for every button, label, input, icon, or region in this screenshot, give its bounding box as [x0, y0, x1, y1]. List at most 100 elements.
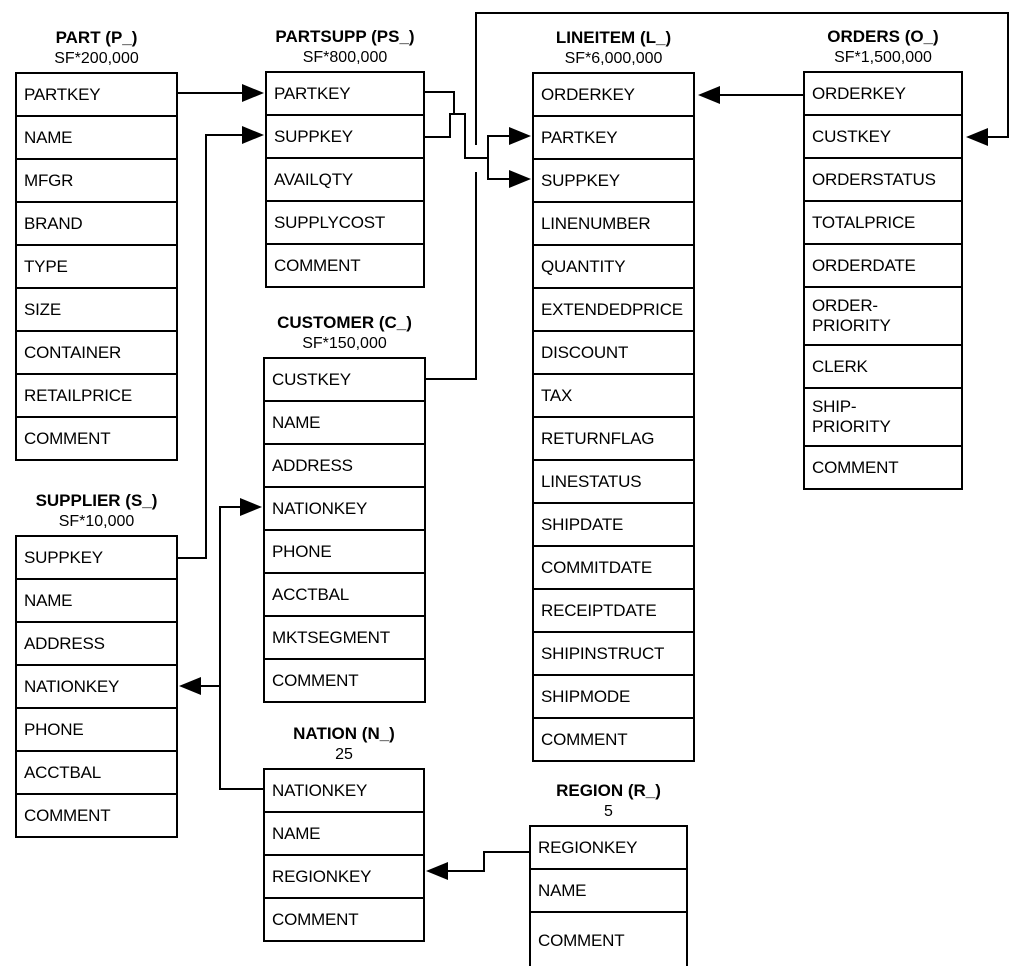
- column-cell: SHIPDATE: [532, 502, 695, 547]
- column-cell: PARTKEY: [265, 71, 425, 116]
- table-supplier: SUPPLIER (S_) SF*10,000 SUPPKEY NAME ADD…: [15, 491, 178, 838]
- line-supplier-suppkey-to-partsupp-suppkey: [178, 134, 243, 559]
- column-cell: REGIONKEY: [529, 825, 688, 870]
- line-customer-custkey-segment-upper: [475, 12, 1009, 145]
- arrowhead-partsupp-suppkey: [242, 126, 264, 144]
- column-cell: PARTKEY: [532, 115, 695, 160]
- column-cell: TAX: [532, 373, 695, 418]
- column-cell: SUPPLYCOST: [265, 200, 425, 245]
- column-cell: RECEIPTDATE: [532, 588, 695, 633]
- table-cardinality: SF*150,000: [302, 335, 387, 352]
- column-cell: COMMENT: [15, 793, 178, 838]
- arrowhead-orders-custkey: [966, 128, 988, 146]
- column-cell: ACCTBAL: [15, 750, 178, 795]
- column-cell: PHONE: [15, 707, 178, 752]
- column-cell: NATIONKEY: [263, 486, 426, 531]
- table-cardinality: 5: [604, 803, 613, 820]
- table-lineitem: LINEITEM (L_) SF*6,000,000 ORDERKEY PART…: [532, 28, 695, 762]
- table-title: SUPPLIER (S_): [35, 491, 158, 510]
- column-cell: SUPPKEY: [15, 535, 178, 580]
- line-bus-to-lineitem-suppkey: [487, 158, 509, 180]
- arrowhead-lineitem-partkey: [509, 127, 531, 145]
- arrowhead-lineitem-suppkey: [509, 170, 531, 188]
- column-cell: ORDERKEY: [532, 72, 695, 117]
- table-title: LINEITEM (L_): [555, 28, 672, 47]
- line-customer-custkey-segment-lower: [426, 172, 477, 380]
- column-cell: DISCOUNT: [532, 330, 695, 375]
- line-bus-to-lineitem-partkey: [487, 135, 509, 158]
- column-cell: COMMENT: [803, 445, 963, 490]
- table-cardinality: SF*200,000: [54, 50, 139, 67]
- column-cell: ORDERSTATUS: [803, 157, 963, 202]
- column-cell: NAME: [529, 868, 688, 913]
- column-cell: COMMENT: [15, 416, 178, 461]
- column-cell: COMMENT: [263, 658, 426, 703]
- arrowhead-lineitem-orderkey: [698, 86, 720, 104]
- column-cell: AVAILQTY: [265, 157, 425, 202]
- column-cell: EXTENDEDPRICE: [532, 287, 695, 332]
- column-cell: NAME: [15, 578, 178, 623]
- table-nation: NATION (N_) 25 NATIONKEY NAME REGIONKEY …: [263, 724, 425, 942]
- column-cell: PARTKEY: [15, 72, 178, 117]
- column-cell: PHONE: [263, 529, 426, 574]
- column-cell: CUSTKEY: [263, 357, 426, 402]
- column-cell: NAME: [263, 400, 426, 445]
- column-cell: SUPPKEY: [532, 158, 695, 203]
- table-title: CUSTOMER (C_): [277, 313, 412, 332]
- table-cardinality: SF*6,000,000: [564, 50, 663, 67]
- column-cell: MFGR: [15, 158, 178, 203]
- table-part: PART (P_) SF*200,000 PARTKEY NAME MFGR B…: [15, 28, 178, 461]
- column-cell: REGIONKEY: [263, 854, 425, 899]
- column-cell: ORDER- PRIORITY: [803, 286, 963, 346]
- column-cell: ADDRESS: [15, 621, 178, 666]
- line-nation-nationkey-to-customer-nationkey: [219, 506, 263, 790]
- column-cell: TOTALPRICE: [803, 200, 963, 245]
- column-cell: COMMENT: [263, 897, 425, 942]
- column-cell: LINESTATUS: [532, 459, 695, 504]
- line-partsupp-suppkey-bus: [425, 113, 456, 138]
- arrowhead-nation-regionkey: [426, 862, 448, 880]
- column-cell: COMMENT: [532, 717, 695, 762]
- column-cell: QUANTITY: [532, 244, 695, 289]
- table-cardinality: SF*800,000: [302, 49, 388, 66]
- arrowhead-supplier-nationkey: [179, 677, 201, 695]
- table-cardinality: SF*10,000: [58, 513, 135, 530]
- column-cell: CUSTKEY: [803, 114, 963, 159]
- column-cell: RETAILPRICE: [15, 373, 178, 418]
- column-cell: CONTAINER: [15, 330, 178, 375]
- table-title: REGION (R_): [556, 781, 661, 800]
- column-cell: SUPPKEY: [265, 114, 425, 159]
- table-title: PARTSUPP (PS_): [275, 27, 415, 46]
- arrowhead-partsupp-partkey: [242, 84, 264, 102]
- line-partsupp-partkey-bus: [425, 91, 488, 159]
- table-orders: ORDERS (O_) SF*1,500,000 ORDERKEY CUSTKE…: [803, 27, 963, 490]
- column-cell: COMMITDATE: [532, 545, 695, 590]
- table-region: REGION (R_) 5 REGIONKEY NAME COMMENT: [529, 781, 688, 966]
- column-cell: SHIP- PRIORITY: [803, 387, 963, 447]
- column-cell: NAME: [263, 811, 425, 856]
- column-cell: COMMENT: [529, 911, 688, 966]
- column-cell: SIZE: [15, 287, 178, 332]
- line-region-regionkey-to-nation-regionkey: [447, 851, 529, 872]
- column-cell: NATIONKEY: [263, 768, 425, 813]
- table-customer: CUSTOMER (C_) SF*150,000 CUSTKEY NAME AD…: [263, 313, 426, 703]
- column-cell: ORDERKEY: [803, 71, 963, 116]
- column-cell: BRAND: [15, 201, 178, 246]
- column-cell: SHIPINSTRUCT: [532, 631, 695, 676]
- column-cell: ACCTBAL: [263, 572, 426, 617]
- table-cardinality: SF*1,500,000: [834, 49, 932, 66]
- column-cell: SHIPMODE: [532, 674, 695, 719]
- column-cell: LINENUMBER: [532, 201, 695, 246]
- column-cell: RETURNFLAG: [532, 416, 695, 461]
- column-cell: COMMENT: [265, 243, 425, 288]
- arrowhead-customer-nationkey: [240, 498, 262, 516]
- column-cell: CLERK: [803, 344, 963, 389]
- table-title: NATION (N_): [293, 724, 395, 743]
- table-title: PART (P_): [55, 28, 138, 47]
- column-cell: NATIONKEY: [15, 664, 178, 709]
- column-cell: MKTSEGMENT: [263, 615, 426, 660]
- column-cell: ADDRESS: [263, 443, 426, 488]
- column-cell: TYPE: [15, 244, 178, 289]
